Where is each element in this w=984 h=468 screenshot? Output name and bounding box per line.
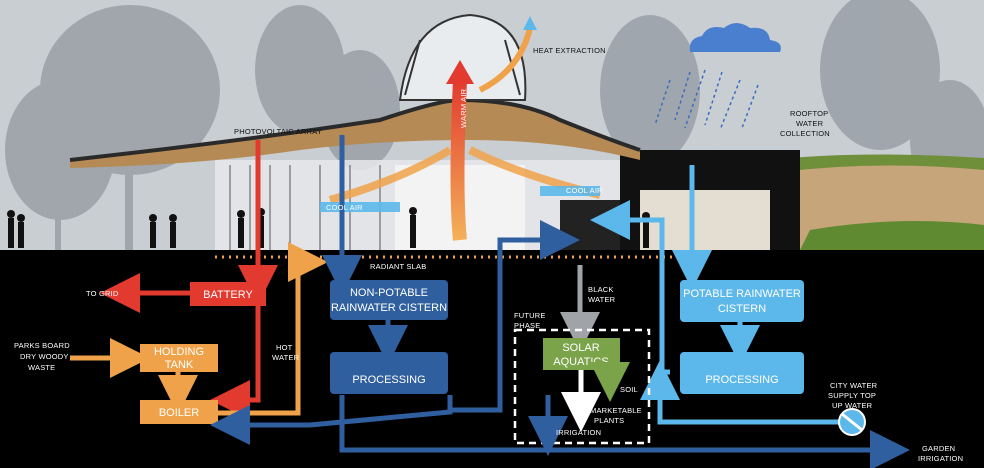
tree-silhouettes: [5, 0, 984, 250]
hot-water-label-2: WATER: [272, 353, 300, 362]
city-water-label-3: UP WATER: [832, 401, 873, 410]
city-water-label-2: SUPPLY TOP: [828, 391, 876, 400]
warm-air-label: WARM AIR: [459, 88, 468, 128]
processing-right-label: PROCESSING: [705, 374, 778, 386]
electric-flow: [100, 140, 278, 420]
heat-extraction-arrow: [478, 27, 533, 93]
non-potable-label-1: NON-POTABLE: [350, 287, 428, 299]
cool-air-left-label: COOL AIR: [326, 203, 363, 212]
marketable-label-1: MARKETABLE: [590, 406, 642, 415]
holding-tank-label-1: HOLDING: [154, 346, 204, 358]
parks-label-1: PARKS BOARD: [14, 341, 70, 350]
irrigation-label: IRRIGATION: [556, 428, 601, 437]
green-roof-grass: [770, 154, 984, 172]
to-grid-label: TO GRID: [86, 289, 119, 298]
hot-water-label-1: HOT: [276, 343, 293, 352]
parks-label-3: WASTE: [28, 363, 55, 372]
radiant-slab-label: RADIANT SLAB: [370, 262, 426, 271]
city-water-label-1: CITY WATER: [830, 381, 878, 390]
black-water-label-2: WATER: [588, 295, 616, 304]
solar-aquatics-label-1: SOLAR: [562, 342, 599, 354]
future-phase-outline: [513, 328, 651, 445]
warm-air-arrow: [450, 79, 467, 241]
parks-label-2: DRY WOODY: [20, 352, 69, 361]
potable-cistern-box: [680, 280, 804, 322]
heat-extraction-label: HEAT EXTRACTION: [533, 46, 606, 55]
holding-tank-label-2: TANK: [165, 359, 194, 371]
soil-label: SOIL: [620, 385, 638, 394]
potable-label-2: CISTERN: [718, 303, 766, 315]
garden-irrigation-label-1: GARDEN: [922, 444, 955, 453]
cool-air-right-arrow: [540, 186, 600, 196]
battery-box: [190, 282, 266, 306]
future-phase-label-1: FUTURE: [514, 311, 546, 320]
solar-aquatics-label-2: AQUATICS: [553, 356, 608, 368]
potable-label-1: POTABLE RAINWATER: [683, 288, 801, 300]
rooftop-water-label-2: WATER: [796, 119, 824, 128]
marketable-label-2: PLANTS: [594, 416, 624, 425]
rain-streaks: [654, 69, 759, 131]
rain-cloud-icon: [689, 23, 781, 52]
non-potable-cistern-box: [330, 280, 448, 320]
timber-roof: [70, 100, 640, 168]
rooftop-water-label-1: ROOFTOP: [790, 109, 828, 118]
processing-right-box: [680, 352, 804, 394]
garden-irrigation-label-2: IRRIGATION: [918, 454, 963, 463]
potable-flow: [590, 165, 840, 425]
heat-flow: [70, 242, 328, 416]
photovoltaic-label: PHOTOVOLTAIC ARRAY: [234, 127, 322, 136]
cool-air-right-label: COOL AIR: [566, 186, 603, 195]
processing-left-label: PROCESSING: [352, 374, 425, 386]
boiler-label: BOILER: [159, 407, 199, 419]
processing-left-box: [330, 352, 448, 394]
future-phase-label-2: PHASE: [514, 321, 540, 330]
rooftop-water-label-3: COLLECTION: [780, 129, 830, 138]
holding-tank-box: [140, 344, 218, 372]
non-potable-flow: [210, 135, 910, 468]
non-potable-label-2: RAINWATER CISTERN: [331, 302, 447, 314]
boiler-box: [140, 400, 218, 424]
battery-label: BATTERY: [203, 289, 253, 301]
grass-slope: [800, 221, 984, 250]
black-water-label-1: BLACK: [588, 285, 614, 294]
